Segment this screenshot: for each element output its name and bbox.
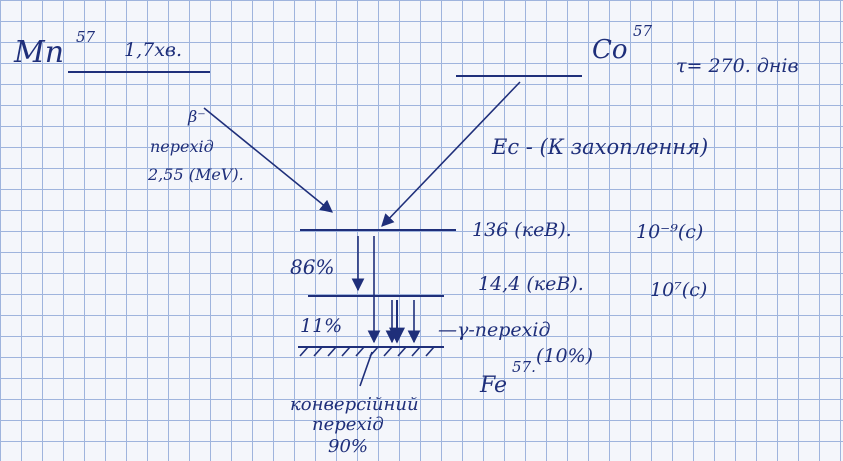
level-14-lifetime: 10⁷(с) xyxy=(650,279,707,301)
conversion-pointer-line xyxy=(359,351,373,387)
conversion-percent: 90% xyxy=(328,436,368,457)
co-mass-number: 57 xyxy=(633,22,653,40)
level-14-energy: 14,4 (кеВ). xyxy=(478,273,584,295)
fe-symbol: Fe xyxy=(479,373,507,398)
beta-label: перехід xyxy=(150,137,214,156)
co-symbol: Co xyxy=(592,35,628,65)
ec-decay-arrow xyxy=(381,81,521,227)
beta-type: β⁻ xyxy=(187,107,206,126)
level-136-lifetime: 10⁻⁹(с) xyxy=(636,221,703,243)
percent-upper: 86% xyxy=(290,255,334,279)
mn-symbol: Mn xyxy=(13,35,64,70)
fe-mass-number: 57. xyxy=(512,358,536,376)
gamma-transition-label: —γ-перехід xyxy=(438,319,551,341)
level-136-energy: 136 (кеВ). xyxy=(472,219,572,241)
conversion-label-1: конверсійний xyxy=(290,394,419,415)
ground-hatching xyxy=(299,346,435,357)
conversion-label-2: перехід xyxy=(312,414,384,435)
percent-lower: 11% xyxy=(300,315,342,337)
beta-decay-arrow xyxy=(203,107,333,213)
beta-energy: 2,55 (MeV). xyxy=(147,165,244,184)
mn-mass-number: 57 xyxy=(76,28,96,46)
gamma-share: (10%) xyxy=(536,345,593,367)
mn-halflife: 1,7хв. xyxy=(124,39,182,61)
co-halflife: τ= 270. днів xyxy=(676,55,799,77)
ec-label: Ec - (К захоплення) xyxy=(491,135,708,159)
